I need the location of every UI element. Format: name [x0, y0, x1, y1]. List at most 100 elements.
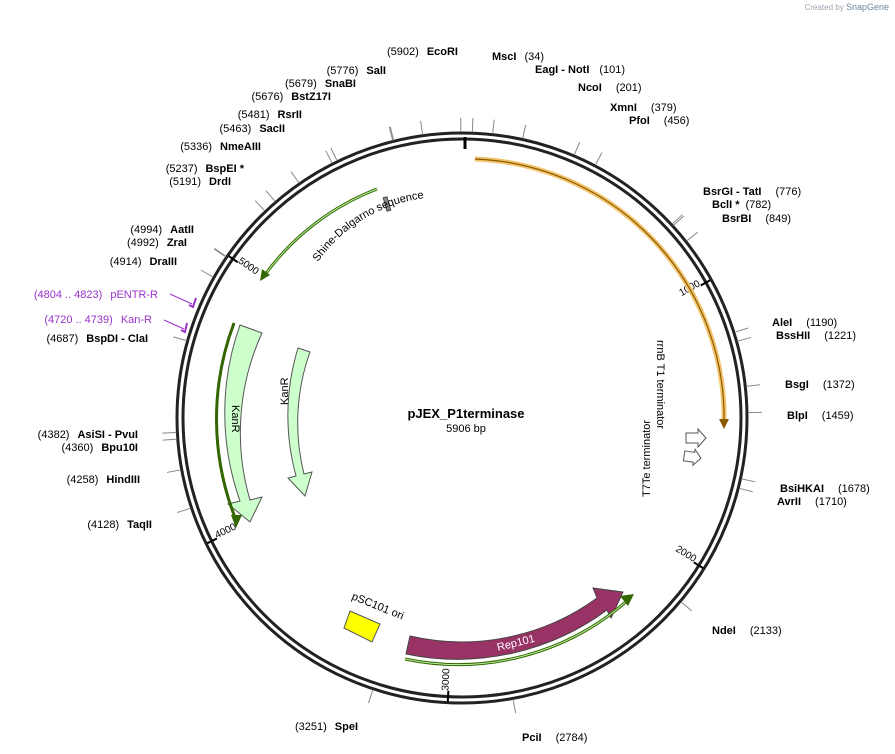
- primer-leader-kan-r: [163, 319, 185, 330]
- enzyme-cut-line-4: [573, 141, 581, 156]
- enzyme-label-nmeaiii[interactable]: (5336)NmeAIII: [180, 141, 261, 153]
- enzyme-cut-line-7: [673, 215, 685, 226]
- snapgene-credit: Created by SnapGene: [805, 2, 889, 12]
- feature-label-t7te-terminator: T7Te terminator: [641, 420, 653, 497]
- enzyme-label-blpi[interactable]: BlpI(1459): [787, 410, 854, 422]
- enzyme-label-bpu10i[interactable]: (4360)Bpu10I: [62, 442, 138, 454]
- enzyme-label-pfoi[interactable]: PfoI(456): [629, 115, 689, 127]
- orf-arrow-left-head: [231, 515, 242, 528]
- enzyme-cut-line-13: [741, 478, 756, 483]
- enzyme-label-xmni[interactable]: XmnI(379): [610, 102, 677, 114]
- feature-psc101-ori[interactable]: [343, 610, 381, 643]
- enzyme-label-bspei[interactable]: (5237)BspEI *: [166, 163, 245, 175]
- orf-arrow-bottom-highlight: [404, 599, 629, 666]
- enzyme-label-bspdi-clai[interactable]: (4687)BspDI - ClaI: [46, 333, 148, 345]
- tick-mark-4000: [206, 537, 218, 545]
- enzyme-label-taqii[interactable]: (4128)TaqII: [87, 519, 152, 531]
- enzyme-cut-line-30: [330, 147, 338, 161]
- plasmid-name: pJEX_P1terminase: [407, 406, 524, 421]
- enzyme-cut-line-8: [686, 231, 698, 242]
- tick-mark-1000: [700, 279, 711, 287]
- feature-kanr-outer[interactable]: [224, 324, 263, 523]
- enzyme-label-eagi-noti[interactable]: EagI - NotI(101): [535, 64, 625, 76]
- enzyme-label-snabi[interactable]: (5679)SnaBI: [285, 78, 356, 90]
- primer-arrow-pentr-r[interactable]: [188, 297, 197, 309]
- tick-mark-2000: [693, 561, 704, 569]
- enzyme-cut-line-17: [368, 689, 374, 704]
- orf-arrow-left[interactable]: [215, 322, 238, 521]
- orf-arrow-top-left-head: [260, 269, 270, 281]
- primer-label-pentr-r[interactable]: (4804 .. 4823)pENTR-R: [34, 289, 158, 301]
- feature-t7te-terminator-arrow-a[interactable]: [685, 427, 707, 449]
- enzyme-label-aatii[interactable]: (4994)AatII: [130, 224, 194, 236]
- enzyme-label-avrii[interactable]: AvrII(1710): [777, 496, 847, 508]
- enzyme-label-bsrgi-tati[interactable]: BsrGI - TatI(776): [703, 186, 801, 198]
- enzyme-label-ncoi[interactable]: NcoI(201): [578, 82, 642, 94]
- orf-arrow-top-left-highlight: [263, 188, 378, 277]
- enzyme-cut-line-10: [737, 336, 752, 342]
- enzyme-cut-line-31: [388, 126, 394, 141]
- primers: (4804 .. 4823)pENTR-R (4720 .. 4739)Kan-…: [34, 289, 197, 334]
- enzyme-labels: (5902)EcoRI MscI(34) EagI - NotI(101) Nc…: [38, 46, 870, 744]
- enzyme-label-ndei[interactable]: NdeI(2133): [712, 625, 782, 637]
- feature-label-rrnb-t1-terminator: rrnB T1 terminator: [654, 340, 666, 429]
- plasmid-length: 5906 bp: [446, 423, 486, 435]
- tick-mark-3000: [446, 690, 450, 702]
- enzyme-cut-line-24: [213, 248, 226, 258]
- tick-label-3000: 3000: [440, 668, 452, 691]
- feature-label-kanr-inner: KanR: [279, 377, 291, 405]
- enzyme-cut-line-2: [492, 119, 495, 134]
- primer-leader-pentr-r: [169, 293, 193, 305]
- enzyme-cut-line-11: [746, 384, 761, 387]
- enzyme-cut-line-26: [254, 200, 266, 212]
- enzyme-cut-line-1: [471, 118, 474, 133]
- enzyme-cut-line-15: [680, 601, 693, 612]
- tick-label-5000: 5000: [236, 256, 261, 278]
- enzyme-label-bsgi[interactable]: BsgI(1372): [785, 379, 855, 391]
- feature-kanr-inner[interactable]: [287, 347, 313, 497]
- enzyme-label-ecori[interactable]: (5902)EcoRI: [387, 46, 458, 58]
- tick-mark-5000: [228, 255, 239, 264]
- enzyme-label-alei[interactable]: AleI(1190): [772, 317, 837, 329]
- enzyme-label-pcii[interactable]: PciI(2784): [522, 732, 587, 744]
- enzyme-label-hindiii[interactable]: (4258)HindIII: [67, 474, 140, 486]
- orf-arrow-bottom-head: [620, 594, 634, 606]
- enzyme-label-bsshii[interactable]: BssHII(1221): [776, 330, 856, 342]
- enzyme-cut-line-28: [290, 171, 300, 184]
- enzyme-cut-line-29: [325, 150, 333, 164]
- enzyme-label-spei[interactable]: (3251)SpeI: [295, 721, 358, 733]
- enzyme-label-msci[interactable]: MscI(34): [492, 51, 544, 63]
- enzyme-label-bsihkai[interactable]: BsiHKAI(1678): [780, 483, 870, 495]
- enzyme-label-bstz17i[interactable]: (5676)BstZ17I: [251, 91, 331, 103]
- enzyme-label-draiii[interactable]: (4914)DraIII: [110, 256, 177, 268]
- enzyme-cut-line-32: [389, 126, 395, 141]
- enzyme-cut-line-20: [162, 438, 177, 441]
- enzyme-label-bsrbi[interactable]: BsrBI(849): [722, 213, 791, 225]
- feature-rep101[interactable]: [405, 587, 624, 660]
- enzyme-cut-line-33: [420, 120, 424, 135]
- feature-rrnb-t1-terminator-arrowhead: [719, 419, 729, 429]
- enzyme-cut-line-23: [200, 269, 214, 278]
- credit-prefix: Created by: [804, 3, 844, 12]
- enzyme-label-drdi[interactable]: (5191)DrdI: [169, 176, 231, 188]
- enzyme-cut-line-5: [594, 152, 603, 166]
- primer-arrow-kan-r[interactable]: [180, 322, 188, 334]
- enzyme-cut-line-18: [177, 507, 191, 514]
- feature-rrnb-t1-terminator-inner: [474, 158, 725, 425]
- enzyme-label-sali[interactable]: (5776)SalI: [327, 65, 386, 77]
- enzyme-label-zrai[interactable]: (4992)ZraI: [127, 237, 187, 249]
- enzyme-label-bcli[interactable]: BclI *(782): [712, 199, 771, 211]
- enzyme-cut-line-25: [214, 248, 227, 257]
- backbone-inner-ring: [181, 137, 743, 699]
- enzyme-label-asisi-pvui[interactable]: (4382)AsiSI - PvuI: [38, 429, 138, 441]
- feature-t7te-terminator-arrow-b[interactable]: [682, 447, 702, 467]
- enzyme-cut-line-9: [734, 327, 749, 333]
- backbone: [175, 131, 749, 705]
- feature-shine-dalgarno-mark[interactable]: [382, 196, 392, 212]
- enzyme-cut-line-27: [265, 190, 276, 202]
- primer-label-kan-r[interactable]: (4720 .. 4739)Kan-R: [44, 314, 152, 326]
- enzyme-label-rsrii[interactable]: (5481)RsrII: [238, 109, 302, 121]
- enzyme-cut-line-16: [512, 699, 517, 714]
- enzyme-label-sacii[interactable]: (5463)SacII: [220, 123, 285, 135]
